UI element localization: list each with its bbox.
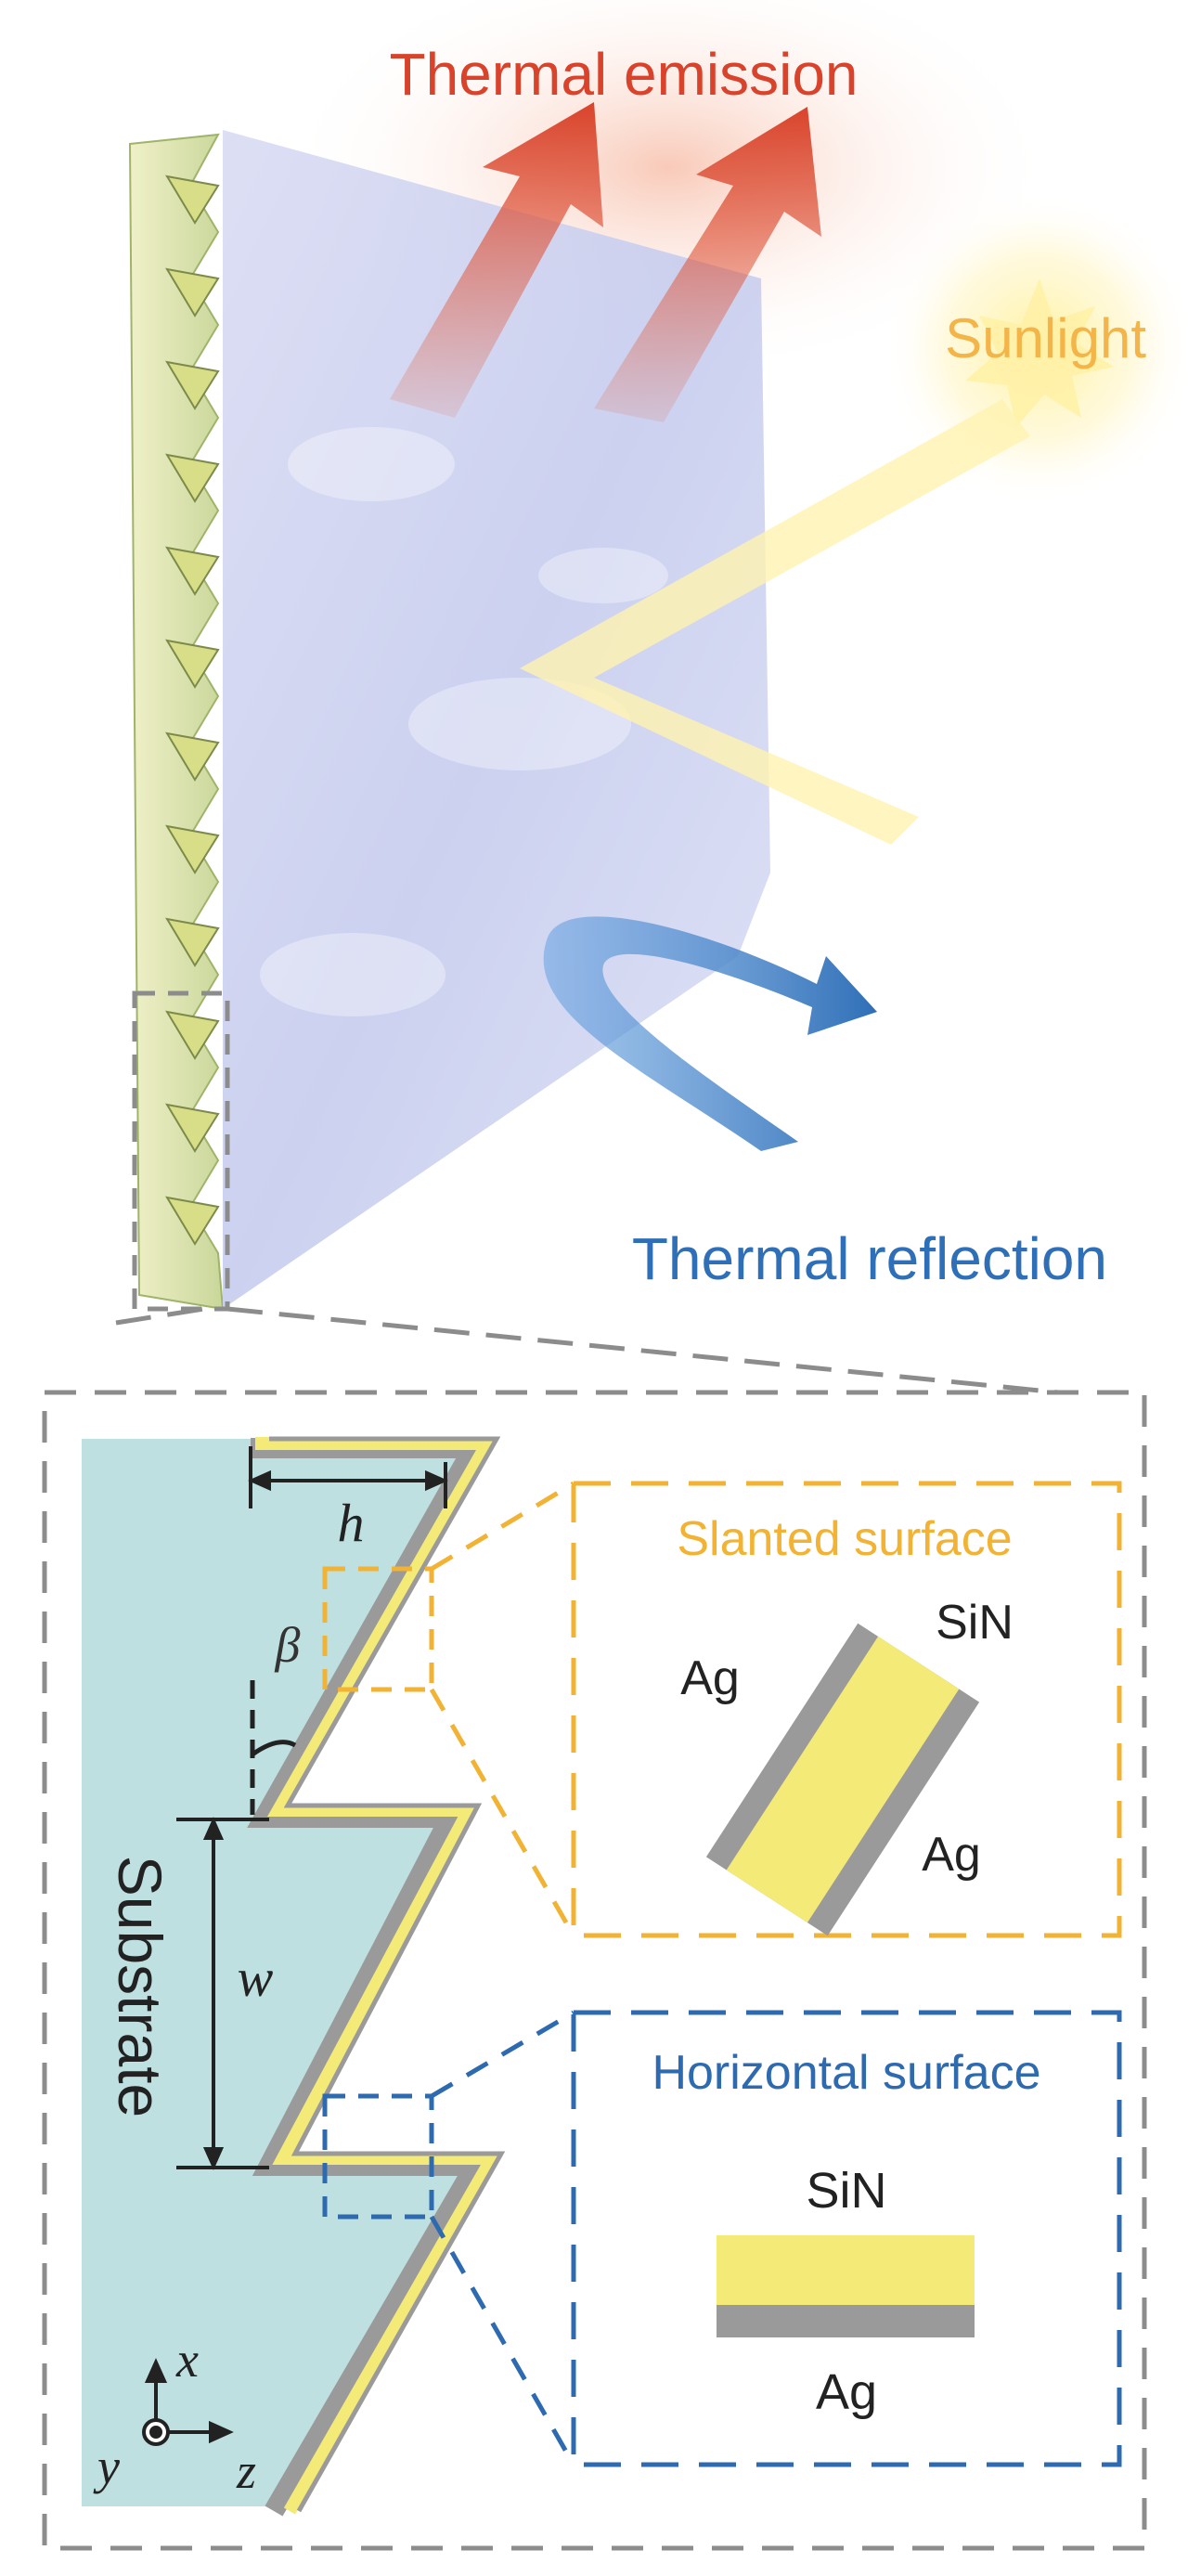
horizontal-source-box: [322, 2093, 434, 2220]
thermal-emission-label: Thermal emission: [389, 41, 858, 108]
edge-callout-box: [132, 990, 230, 1312]
cross-section-panel: h β w Substrate x y z: [42, 1390, 1147, 2551]
horizontal-connectors: [429, 2010, 576, 2466]
thermal-reflection-label: Thermal reflection: [632, 1225, 1107, 1292]
slanted-sin-label: SiN: [936, 1596, 1014, 1650]
horizontal-sin-label: SiN: [806, 2163, 886, 2219]
slanted-surface-box: [571, 1481, 1122, 1938]
slanted-ag-bottom-label: Ag: [922, 1828, 981, 1882]
beta-label: β: [275, 1617, 301, 1673]
h-dimension: [248, 1446, 448, 1508]
slanted-surface-title: Slanted surface: [677, 1512, 1012, 1566]
horizontal-surface-box: [571, 2010, 1122, 2467]
sun-icon: [520, 190, 1188, 845]
slanted-layer-stack: [705, 1623, 980, 1936]
sunlight-label: Sunlight: [945, 307, 1146, 369]
horizontal-surface-title: Horizontal surface: [652, 2046, 1040, 2100]
panel-texture: [260, 427, 668, 1016]
horizontal-ag-label: Ag: [816, 2364, 877, 2420]
w-dimension: [176, 1817, 269, 2170]
horizontal-layer-stack: [717, 2235, 975, 2337]
outer-frame: [42, 1390, 1147, 2551]
axes-icon: [142, 2358, 234, 2446]
sawtooth-edge: [128, 133, 225, 1311]
slanted-source-box: [322, 1566, 434, 1692]
thermal-emission-arrows-icon: [390, 102, 821, 422]
substrate-label: Substrate: [106, 1856, 174, 2118]
top-illustration: Thermal emission Sunlight Thermal reflec…: [128, 0, 1188, 1312]
w-label: w: [238, 1948, 274, 2008]
sawtooth-teeth: [165, 175, 220, 1246]
slanted-ag-top-label: Ag: [680, 1651, 740, 1705]
thermal-reflection-arrow-icon: [543, 916, 877, 1151]
axis-z-label: z: [236, 2443, 256, 2499]
cooler-panel: [223, 130, 770, 1309]
slanted-connectors: [429, 1481, 576, 1937]
h-label: h: [338, 1493, 365, 1553]
beta-angle: [250, 1680, 297, 1815]
axis-x-label: x: [175, 2332, 199, 2388]
layer-profile: [247, 1436, 506, 2517]
substrate-region: [82, 1439, 483, 2506]
axis-y-label: y: [93, 2439, 120, 2494]
zoom-connector: [115, 1306, 1059, 1395]
